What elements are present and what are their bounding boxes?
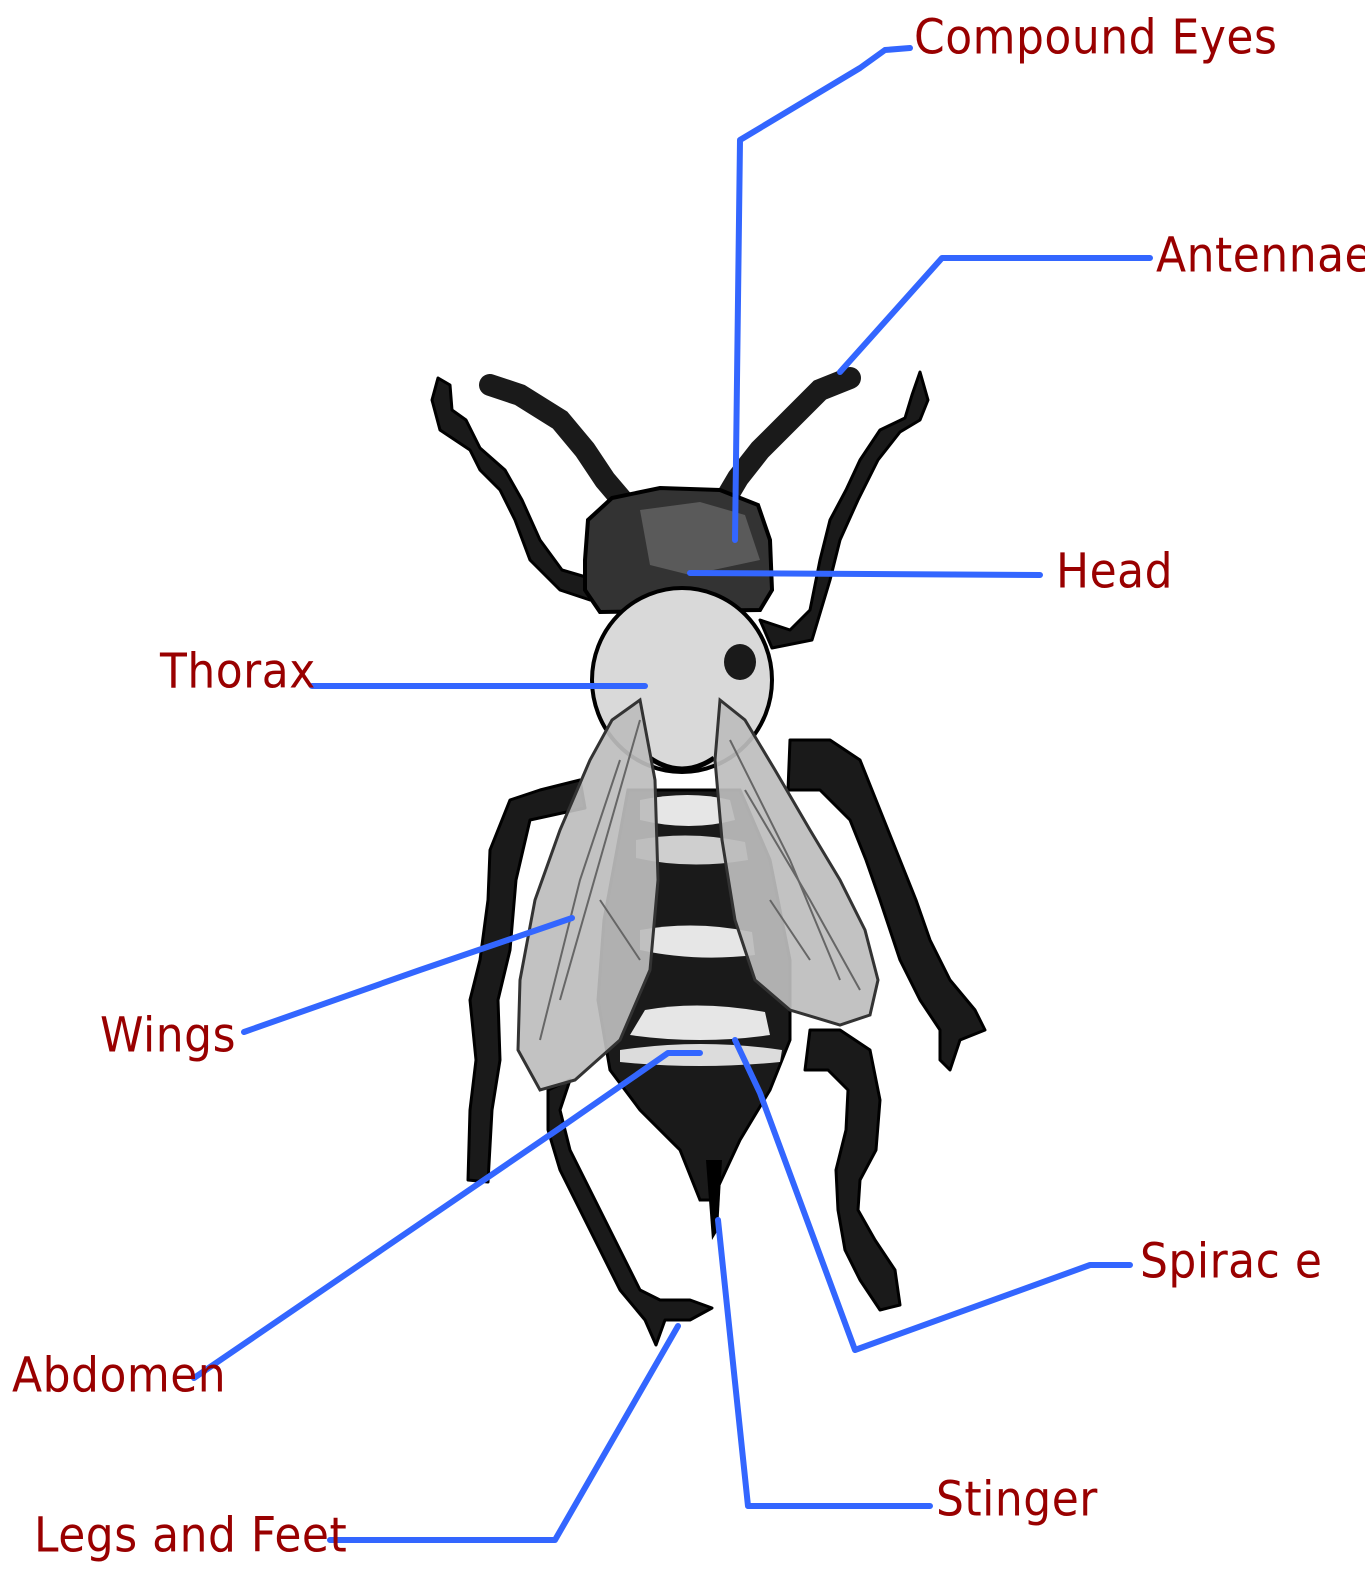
label-abdomen: Abdomen xyxy=(12,1352,226,1400)
label-compound-eyes: Compound Eyes xyxy=(914,14,1277,62)
label-thorax: Thorax xyxy=(160,648,316,696)
label-spiracle: Spirac e xyxy=(1140,1238,1322,1286)
hind-right-leg xyxy=(805,1030,900,1310)
leader-legs-and-feet xyxy=(330,1326,678,1540)
antennae-shapes xyxy=(490,378,850,500)
leader-head xyxy=(690,573,1040,575)
leader-spiracle xyxy=(735,1040,1130,1350)
front-left-leg xyxy=(432,378,596,600)
label-wings: Wings xyxy=(100,1012,236,1060)
label-stinger: Stinger xyxy=(936,1476,1098,1524)
leader-abdomen xyxy=(194,1053,700,1378)
label-head: Head xyxy=(1056,548,1173,596)
label-legs-and-feet: Legs and Feet xyxy=(34,1512,347,1560)
right-antenna xyxy=(725,378,850,500)
label-antennae: Antennae xyxy=(1156,232,1365,280)
leader-antennae xyxy=(840,258,1150,372)
